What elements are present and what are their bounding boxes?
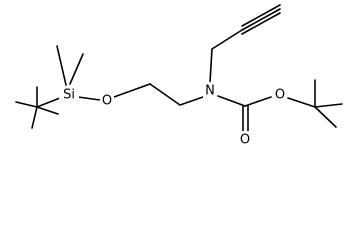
bond-tbu-c2 [36,106,59,115]
atom-silicon: Si [63,88,75,103]
bond-ch2-alkyne [211,29,243,50]
bond-carbonyl-o [244,96,272,107]
bond-alkyne-triple-1 [241,4,281,27]
bond-alkyne-triple-3 [241,12,281,35]
bond-tbu-si [36,97,61,108]
bond-o-ch2 [113,83,151,98]
bond-si-methyl-1 [56,45,67,86]
bond-tbu-c4 [31,106,38,129]
bond-ester-tbu-c2 [314,103,343,108]
atom-ester-oxygen: O [275,88,285,103]
bond-o-tbu [287,97,316,108]
bond-ch2-ch2 [149,83,181,106]
bond-alkyne-triple-2 [241,8,281,31]
bond-layer [15,4,343,132]
atom-nitrogen: N [205,84,215,99]
bond-si-methyl-2 [69,53,84,85]
molecule-structure: Si O N O O [15,4,343,149]
bond-n-carbonyl [217,95,246,107]
atom-layer: Si O N O O [59,82,287,149]
bond-ch2-n [179,96,204,106]
atom-ether-oxygen: O [102,94,112,109]
bond-n-ch2 [209,48,213,83]
atom-carbonyl-oxygen: O [240,133,250,148]
bond-tbu-c3 [15,101,38,108]
bond-ester-tbu-c3 [314,106,337,128]
bond-si-o [77,96,101,101]
